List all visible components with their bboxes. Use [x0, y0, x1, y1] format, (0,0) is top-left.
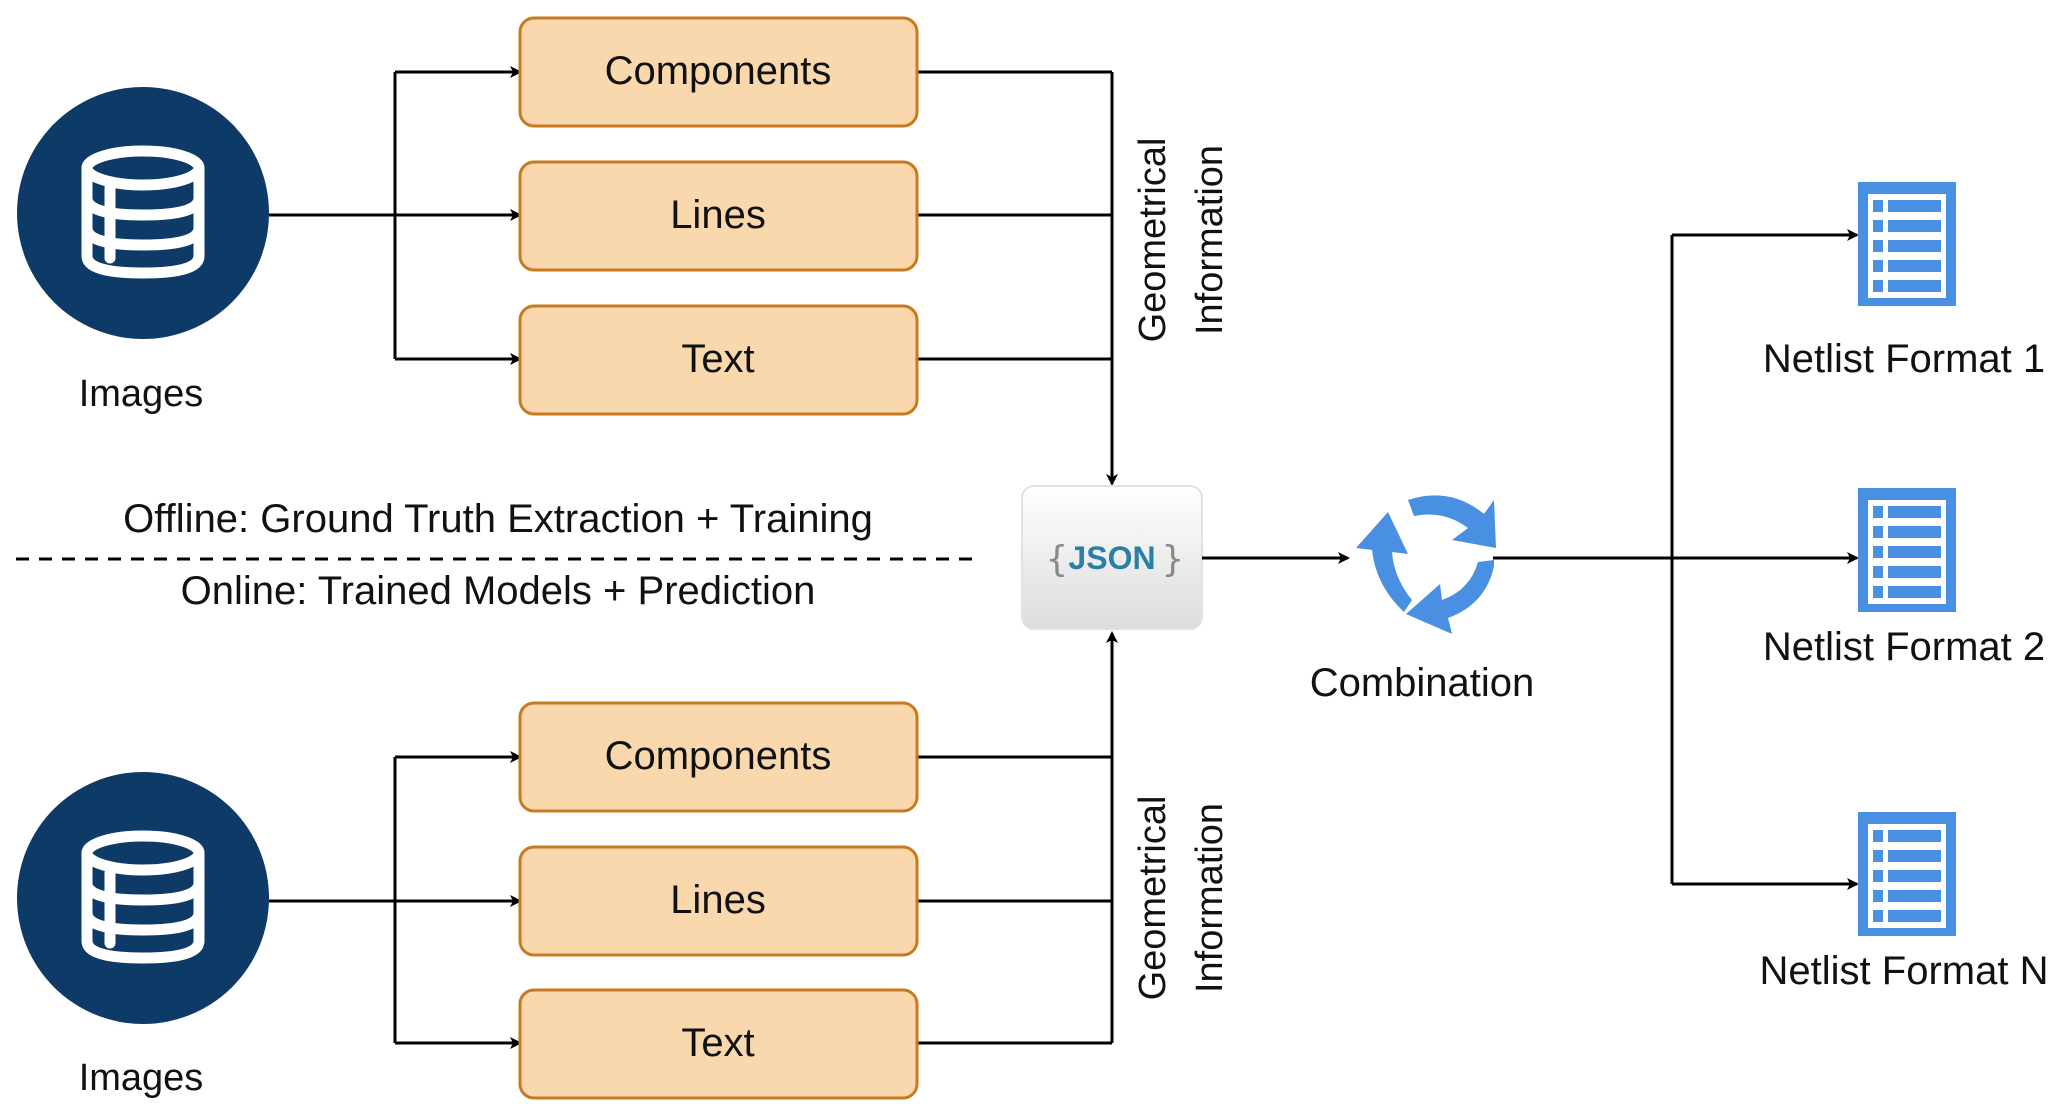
output-connectors [1493, 229, 1859, 890]
netlist-output-n: Netlist Format N [1760, 812, 2049, 993]
recycle-arrows-icon [1356, 495, 1496, 634]
information-text: Information [1189, 145, 1231, 335]
online-stage-text: Text [518, 988, 919, 1100]
stage-label: Text [681, 1021, 754, 1065]
offline-stage-components: Components [518, 16, 919, 128]
offline-caption: Offline: Ground Truth Extraction + Train… [123, 497, 873, 541]
json-brace-open: { [1046, 539, 1068, 580]
netlist-output-label: Netlist Format 1 [1763, 337, 2045, 381]
online-geometrical-information-label: Geometrical Information [1132, 796, 1231, 1001]
netlist-document-icon [1858, 182, 1956, 306]
netlist-output-label: Netlist Format 2 [1763, 625, 2045, 669]
online-section: Images Components Lines Text Geometrical [17, 631, 1231, 1100]
online-images-label: Images [79, 1057, 204, 1099]
offline-stage-lines: Lines [518, 160, 919, 272]
netlist-output-1: Netlist Format 1 [1763, 182, 2045, 381]
offline-images-database [17, 87, 269, 339]
online-stage-components: Components [518, 701, 919, 813]
stage-label: Components [605, 49, 832, 93]
json-brace-close: } [1162, 539, 1184, 580]
stage-label: Text [681, 337, 754, 381]
offline-section: Images Components Lines Text Geometrica [17, 16, 1231, 486]
online-images-database [17, 772, 269, 1024]
json-text: JSON [1068, 540, 1155, 576]
geometrical-text: Geometrical [1132, 138, 1174, 343]
stage-label: Lines [670, 193, 766, 237]
offline-connectors [269, 66, 1118, 486]
offline-online-separator: Offline: Ground Truth Extraction + Train… [16, 497, 980, 613]
json-node: { JSON } [1021, 485, 1203, 630]
offline-geometrical-information-label: Geometrical Information [1132, 138, 1231, 343]
netlist-output-label: Netlist Format N [1760, 949, 2049, 993]
offline-images-label: Images [79, 373, 204, 415]
stage-label: Lines [670, 878, 766, 922]
stage-label: Components [605, 734, 832, 778]
database-icon [81, 830, 205, 964]
geometrical-text: Geometrical [1132, 796, 1174, 1001]
combination-label: Combination [1310, 661, 1535, 705]
online-caption: Online: Trained Models + Prediction [181, 569, 816, 613]
offline-stage-text: Text [518, 304, 919, 416]
database-icon [81, 145, 205, 279]
online-stage-lines: Lines [518, 845, 919, 957]
netlist-output-2: Netlist Format 2 [1763, 488, 2045, 669]
information-text: Information [1189, 803, 1231, 993]
online-connectors [269, 631, 1118, 1049]
netlist-document-icon [1858, 812, 1956, 936]
netlist-document-icon [1858, 488, 1956, 612]
